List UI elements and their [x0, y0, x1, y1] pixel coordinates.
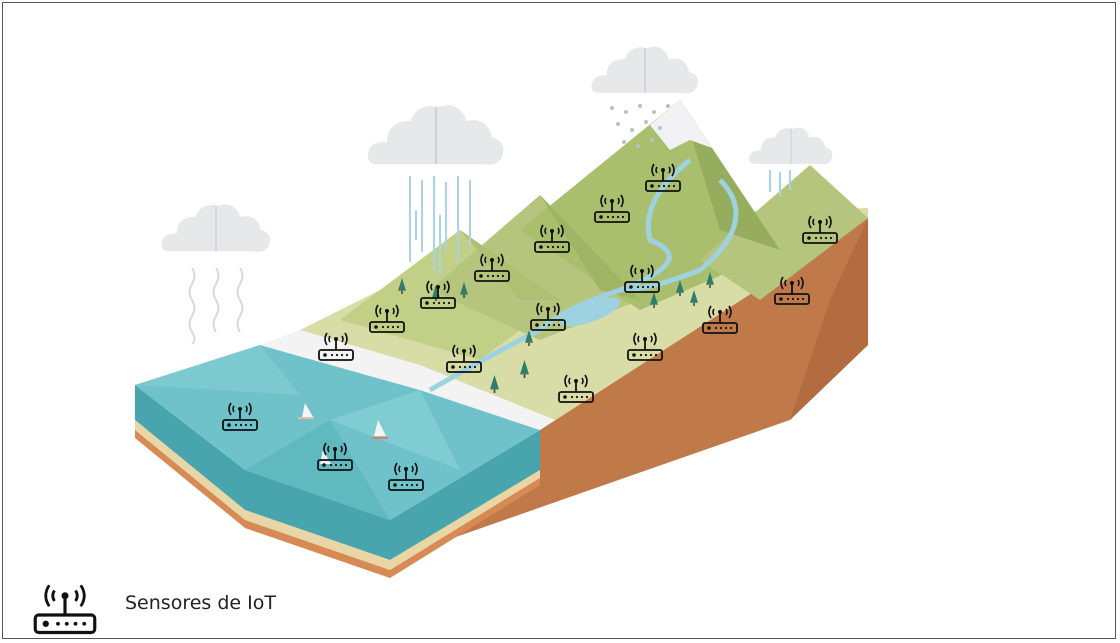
river [428, 158, 739, 393]
legend-label: Sensores de IoT [125, 592, 276, 614]
boat [302, 403, 313, 417]
earth-bottom-layer [135, 430, 540, 578]
mountain-right [700, 165, 868, 300]
cloud-icon [748, 126, 834, 165]
cloud-icon [590, 45, 699, 95]
rain-lines [409, 176, 471, 275]
earth-cliff-shadow [790, 218, 868, 420]
snow-dots [610, 104, 670, 148]
snow-cap [650, 100, 712, 150]
sea-side-wall [135, 385, 540, 560]
sand-layer [135, 420, 540, 570]
boat [374, 420, 386, 436]
beach [260, 330, 555, 430]
mist-lines [188, 267, 244, 345]
earth-cliff-right [390, 218, 868, 560]
legend-iot-router-icon [33, 583, 97, 635]
cloud-icon [366, 104, 505, 166]
rain-lines [769, 170, 791, 196]
cloud-icon [160, 203, 271, 253]
